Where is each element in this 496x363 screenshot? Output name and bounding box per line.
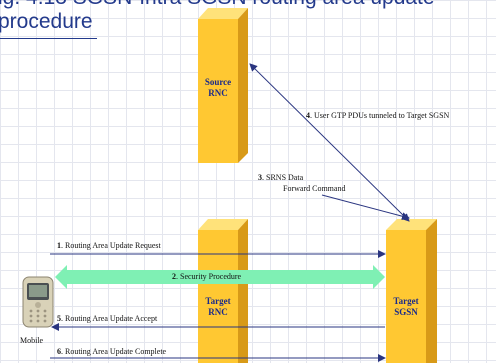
- mobile-label: Mobile: [20, 336, 44, 345]
- message-4-label: 4. User GTP PDUs tunneled to Target SGSN: [306, 111, 450, 120]
- message-1-label: 1. Routing Area Update Request: [57, 241, 161, 250]
- target-sgsn-box: [386, 219, 437, 363]
- message-3-arrow: [321, 194, 410, 221]
- message-3-label: 3. SRNS Data: [258, 173, 304, 182]
- message-6-label: 6. Routing Area Update Complete: [57, 347, 167, 356]
- title-underline: [0, 38, 97, 39]
- security-procedure-arrow: [55, 265, 385, 289]
- target-rnc-box: [198, 219, 248, 363]
- message-4-arrow: [249, 63, 410, 222]
- message-3-label-line2: Forward Command: [283, 184, 346, 193]
- message-2-label: 2. Security Procedure: [172, 272, 242, 281]
- mobile-phone-icon: [22, 276, 54, 328]
- message-5-label: 5. Routing Area Update Accept: [57, 314, 158, 323]
- page-subtitle: procedure: [0, 10, 93, 33]
- source-rnc-box: [198, 8, 248, 163]
- page-title: ig. 4.13 SGSN-Intra SGSN routing area up…: [0, 0, 435, 10]
